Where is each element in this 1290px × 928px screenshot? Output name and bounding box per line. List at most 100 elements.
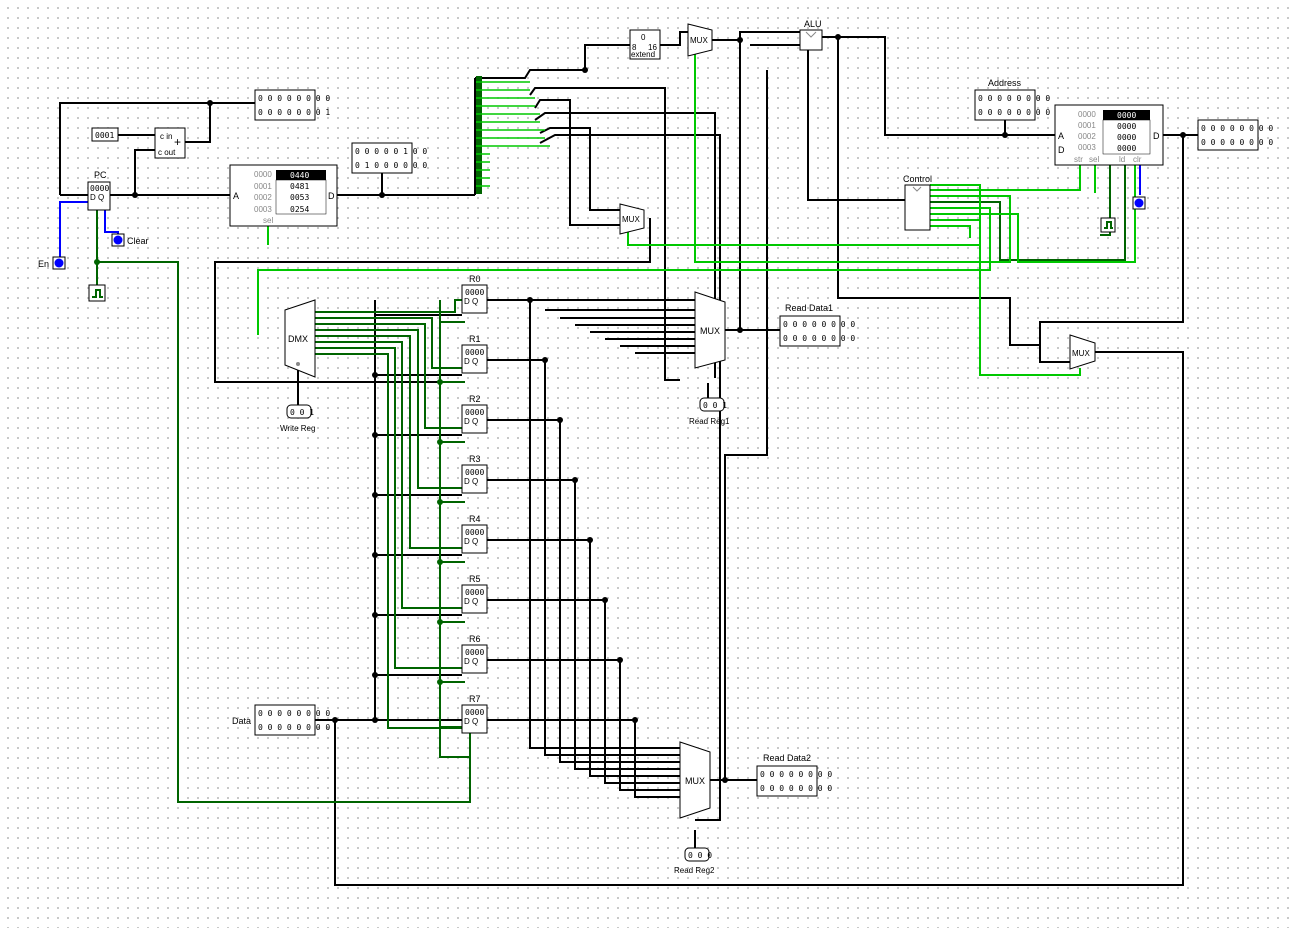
extend-zero: 0 — [641, 33, 646, 42]
data-line2: 0 0 0 0 0 0 0 0 — [258, 723, 330, 732]
read-reg1-value: 0 0 1 — [703, 401, 727, 410]
read-data2-display: Read Data2 0 0 0 0 0 0 0 0 0 0 0 0 0 0 0… — [756, 753, 832, 797]
write-reg-label: Write Reg — [280, 424, 315, 433]
write-reg-display: 0 0 1 Write Reg — [280, 404, 315, 433]
read-reg2-value: 0 0 0 — [688, 851, 712, 860]
ram-addr-2: 0002 — [1078, 132, 1096, 141]
register-pins: D Q — [464, 537, 478, 546]
register-label: R7 — [469, 694, 481, 704]
ram-addr-0: 0000 — [1078, 110, 1096, 119]
data-line1: 0 0 0 0 0 0 0 0 — [258, 709, 330, 718]
address-line1: 0 0 0 0 0 0 0 0 — [978, 94, 1050, 103]
const-0001-label: 0001 — [95, 131, 114, 140]
register-value: 0000 — [465, 348, 484, 357]
register-pins: D Q — [464, 657, 478, 666]
bus-wires — [59, 31, 1198, 886]
instr-line1: 0 0 0 0 0 1 0 0 — [355, 147, 427, 156]
ram-clear-button[interactable] — [1132, 196, 1146, 210]
instruction-splitter — [476, 76, 550, 194]
ram-clr-pin: clr — [1133, 155, 1142, 164]
pc-label: PC — [94, 170, 107, 180]
register-value: 0000 — [465, 648, 484, 657]
ram[interactable]: A D D 0000 0001 0002 0003 0000 0000 0000… — [1054, 104, 1164, 166]
alu-label: ALU — [804, 19, 822, 29]
pc-output-display: 0 0 0 0 0 0 0 0 0 0 0 0 0 0 0 1 — [254, 89, 330, 121]
register-value: 0000 — [465, 528, 484, 537]
pc-register[interactable]: PC 0000 D Q — [87, 170, 111, 211]
alu-input-mux: MUX — [687, 23, 713, 57]
instruction-display: 0 0 0 0 0 1 0 0 0 1 0 0 0 0 0 0 — [351, 142, 427, 174]
rom-value-3: 0254 — [290, 205, 309, 214]
register-value: 0000 — [465, 288, 484, 297]
ram-clock-icon[interactable] — [1100, 217, 1116, 233]
instr-line2: 0 1 0 0 0 0 0 0 — [355, 161, 427, 170]
read-reg2-display: 0 0 0 Read Reg2 — [674, 847, 715, 875]
en-label: En — [38, 259, 49, 269]
ram-d-pin-out: D — [1153, 131, 1160, 141]
register-pins: D Q — [464, 717, 478, 726]
read-mux1-label: MUX — [700, 326, 720, 336]
control-unit: Control — [903, 174, 932, 231]
pc-pins: D Q — [90, 193, 104, 202]
read-data2-label: Read Data2 — [763, 753, 811, 763]
clear-label: Clear — [127, 236, 149, 246]
register-value: 0000 — [465, 468, 484, 477]
alu-mux-label: MUX — [690, 36, 708, 45]
read-reg2-label: Read Reg2 — [674, 866, 715, 875]
read-data1-label: Read Data1 — [785, 303, 833, 313]
register-label: R3 — [469, 454, 481, 464]
rom-addr-1: 0001 — [254, 182, 272, 191]
dmx-label: DMX — [288, 334, 308, 344]
ram-sel-pin: sel — [1089, 155, 1099, 164]
rom-a-pin: A — [233, 191, 239, 201]
rom-d-pin: D — [328, 191, 335, 201]
ram-out-line2: 0 0 0 0 0 0 0 0 — [1201, 138, 1273, 147]
address-line2: 0 0 0 0 0 0 0 0 — [978, 108, 1050, 117]
register-pins: D Q — [464, 597, 478, 606]
read-mux-2: MUX — [679, 741, 711, 819]
green-junction-dots — [94, 259, 443, 685]
clear-button[interactable]: Clear — [111, 233, 149, 247]
ram-output-display: 0 0 0 0 0 0 0 0 0 0 0 0 0 0 0 0 — [1197, 119, 1273, 151]
const-0001: 0001 — [91, 127, 119, 142]
register-pins: D Q — [464, 477, 478, 486]
rom[interactable]: A D 0000 0001 0002 0003 0440 0481 0053 0… — [229, 164, 338, 227]
extend-in-width: 8 — [632, 43, 637, 52]
pc-out-line1: 0 0 0 0 0 0 0 0 — [258, 94, 330, 103]
address-display: Address 0 0 0 0 0 0 0 0 0 0 0 0 0 0 0 0 — [974, 78, 1050, 121]
rom-addr-3: 0003 — [254, 205, 272, 214]
rom-value-1: 0481 — [290, 182, 309, 191]
register-label: R6 — [469, 634, 481, 644]
read-mux-1: MUX — [694, 291, 726, 369]
register-value: 0000 — [465, 708, 484, 717]
register-label: R2 — [469, 394, 481, 404]
control-label: Control — [903, 174, 932, 184]
ram-a-pin: A — [1058, 131, 1064, 141]
read-reg1-display: 0 0 1 Read Reg1 — [689, 397, 730, 426]
register-label: R4 — [469, 514, 481, 524]
low-signal-wires — [96, 160, 1126, 803]
read-data2-line2: 0 0 0 0 0 0 0 0 — [760, 784, 832, 793]
register-value: 0000 — [465, 408, 484, 417]
ram-addr-3: 0003 — [1078, 143, 1096, 152]
clock-icon[interactable] — [88, 284, 106, 302]
ram-value-3: 0000 — [1117, 144, 1136, 153]
ram-value-2: 0000 — [1117, 133, 1136, 142]
writeback-mux: MUX — [1069, 334, 1096, 370]
pc-out-line2: 0 0 0 0 0 0 0 1 — [258, 108, 330, 117]
ram-str-pin: str — [1074, 155, 1083, 164]
writeback-mux-label: MUX — [1072, 349, 1090, 358]
en-button[interactable]: En — [38, 256, 66, 270]
ram-value-0: 0000 — [1117, 111, 1136, 120]
ram-addr-1: 0001 — [1078, 121, 1096, 130]
reg-select-mux: MUX — [619, 203, 645, 235]
register-pins: D Q — [464, 357, 478, 366]
read-mux2-label: MUX — [685, 776, 705, 786]
